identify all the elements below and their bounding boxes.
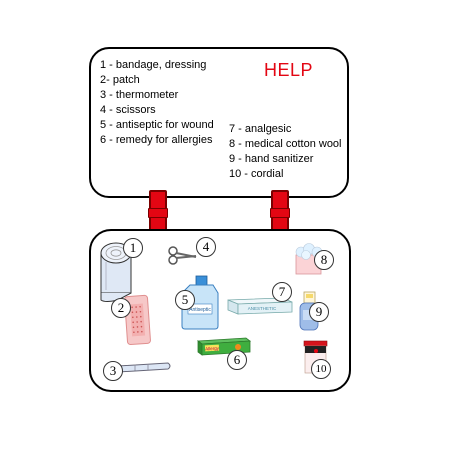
marker-9: 9	[309, 302, 329, 322]
allergy-box-icon: Allergy	[196, 337, 252, 356]
clasp-right	[270, 190, 290, 236]
legend-item: 9 - hand sanitizer	[229, 153, 314, 165]
scissors-icon	[168, 246, 197, 265]
legend-item: 7 - analgesic	[229, 123, 292, 135]
legend-item: 1 - bandage, dressing	[100, 59, 207, 71]
legend-item: 4 - scissors	[100, 104, 156, 116]
legend-right: 7 - analgesic 8 - medical cotton wool 9 …	[229, 122, 342, 182]
anesthetic-label: ANESTHETIC	[248, 306, 277, 311]
legend-left: 1 - bandage, dressing 2- patch 3 - therm…	[100, 58, 214, 148]
bandage-icon	[100, 242, 132, 302]
allergy-label: Allergy	[205, 346, 220, 352]
legend-item: 5 - antiseptic for wound	[100, 119, 214, 131]
legend-item: 8 - medical cotton wool	[229, 138, 342, 150]
marker-3: 3	[103, 361, 123, 381]
help-title: HELP	[264, 60, 314, 80]
legend-item: 10 - cordial	[229, 168, 284, 180]
legend-item: 2- patch	[100, 74, 140, 86]
patch-icon	[124, 294, 151, 346]
marker-1: 1	[123, 238, 143, 258]
marker-10: 10	[311, 359, 331, 379]
marker-7: 7	[272, 282, 292, 302]
thermometer-icon	[117, 362, 171, 373]
marker-4: 4	[196, 237, 216, 257]
marker-6: 6	[227, 350, 247, 370]
marker-5: 5	[175, 290, 195, 310]
marker-2: 2	[111, 298, 131, 318]
clasp-left	[148, 190, 168, 236]
antiseptic-label: Antiseptic	[189, 307, 211, 313]
marker-8: 8	[314, 250, 334, 270]
legend-item: 6 - remedy for allergies	[100, 134, 213, 146]
case-lid	[89, 47, 349, 198]
legend-item: 3 - thermometer	[100, 89, 179, 101]
